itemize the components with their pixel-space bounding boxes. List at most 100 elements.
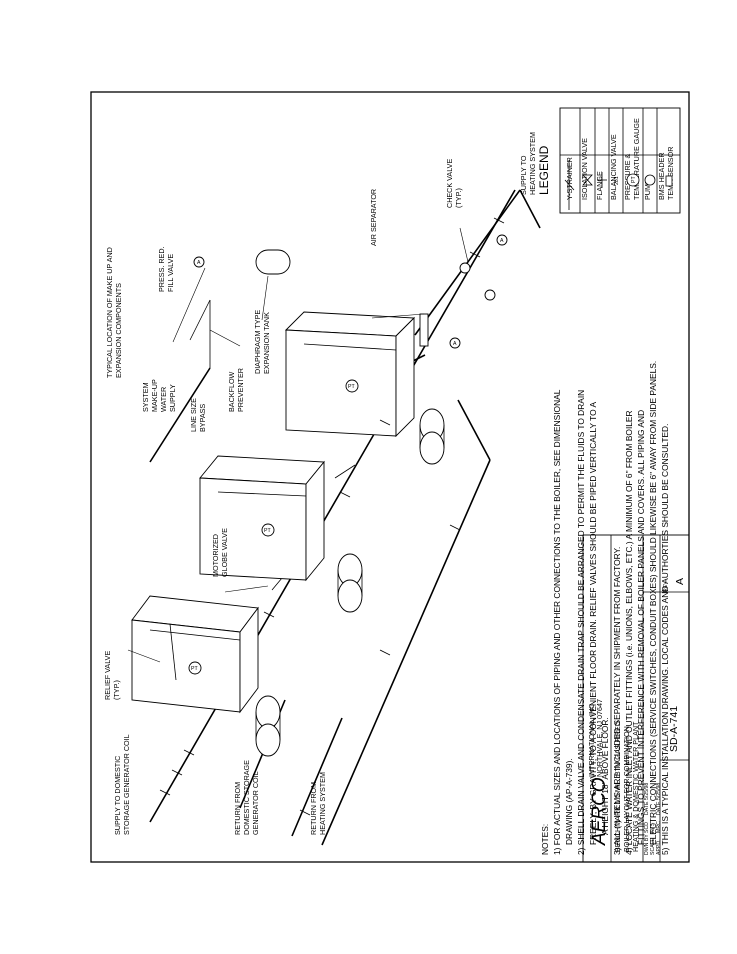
callout-check-valve: CHECK VALVE (TYP.) (445, 159, 463, 208)
approved-label: APPD. (656, 839, 662, 855)
notes: NOTES: 1) FOR ACTUAL SIZES AND LOCATIONS… (540, 361, 670, 855)
drawn-by-label: DWN BY (644, 834, 650, 855)
svg-text:RETURN FROM: RETURN FROM (233, 782, 242, 835)
y-strainer-icon (564, 160, 575, 210)
svg-text:STORAGE GENERATOR COIL: STORAGE GENERATOR COIL (122, 734, 131, 835)
callout-return-heating: RETURN FROM HEATING SYSTEM (309, 772, 327, 835)
callout-system-makeup: SYSTEM MAKE-UP WATER SUPPLY (141, 379, 177, 412)
svg-text:A: A (453, 341, 457, 347)
company-address: NORTHVALE, NJ 07647 (595, 699, 604, 777)
expansion-tank (255, 249, 291, 275)
svg-text:WATER: WATER (159, 387, 168, 412)
pressure-gauge-icon: PT (626, 173, 640, 187)
gauge-a-2: A (449, 337, 461, 349)
check-valve-1 (459, 262, 471, 274)
note-line: 1) FOR ACTUAL SIZES AND LOCATIONS OF PIP… (552, 389, 562, 855)
legend-item-label: PUMP (643, 179, 652, 200)
svg-text:SUPPLY: SUPPLY (168, 384, 177, 412)
legend-item-label: TEMPERATURE GAUGE (632, 118, 641, 200)
svg-text:(TYP.): (TYP.) (454, 188, 463, 208)
company-logo: AERCO (589, 777, 610, 846)
drawing-desc-2: BOILER LAYOUT FOR COMBINATION (622, 726, 631, 852)
drawing-desc-3: HEATING & DOMESTIC WATER PLANT (631, 721, 640, 852)
note-line: 5) THIS IS A TYPICAL INSTALLATION DRAWIN… (660, 424, 670, 855)
note-line: FITTINGS TO PREVENT INTERFERENCE WITH RE… (636, 410, 646, 845)
drawing-desc-1: BENCHMARK 1.5 MIL. BTU GAS FIRED (613, 721, 622, 852)
legend-item-label: Y-STRAINER (565, 157, 574, 200)
callout-supply-domestic: SUPPLY TO DOMESTIC STORAGE GENERATOR COI… (113, 734, 131, 835)
drawing-number: SD-A-741 (668, 706, 680, 752)
pump-2 (337, 553, 363, 613)
svg-text:CHECK VALVE: CHECK VALVE (445, 159, 454, 208)
pump-3 (419, 408, 445, 465)
scale-value: NTS (650, 822, 656, 833)
air-separator (419, 313, 429, 347)
svg-text:SYSTEM: SYSTEM (141, 382, 150, 412)
legend-item-label: TEMP. SENSOR (666, 147, 675, 200)
legend-item-label: BALANCING VALVE (609, 134, 618, 200)
callout-diaphragm: DIAPHRAGM TYPE EXPANSION TANK (253, 310, 271, 374)
callout-air-separator: AIR SEPARATOR (369, 189, 378, 246)
date-label: DATE (656, 801, 662, 815)
note-line: 4) LOCATE WATER INLET AND OUTLET FITTING… (624, 410, 634, 855)
approved-value: MRC (656, 821, 662, 833)
note-line: FREELY, BY GRAVITY, TO A CONVENIENT FLOO… (588, 402, 598, 845)
note-line: ELECTRIC CONNECTIONS (SERVICE SWITCHES, … (648, 361, 658, 845)
legend-title: LEGEND (537, 145, 551, 195)
notes-heading: NOTES: (540, 824, 550, 855)
boiler-3: PT (284, 311, 416, 438)
date-label: DATE (644, 801, 650, 815)
svg-text:281: 281 (614, 176, 620, 185)
drawn-by-value: SCD (644, 822, 650, 833)
date-value: 5/25/98 (656, 783, 662, 800)
svg-text:TYPICAL LOCATION OF MAKE UP AN: TYPICAL LOCATION OF MAKE UP AND (105, 247, 114, 378)
callout-relief-valve: RELIEF VALVE (TYP.) (103, 651, 121, 700)
svg-text:GLOBE VALVE: GLOBE VALVE (220, 528, 229, 577)
rev-label: REV. (663, 580, 669, 592)
scale-label: SCALE (650, 837, 656, 855)
note-line: DRAWING (AP-A-739). (564, 758, 574, 845)
svg-text:PREVENTER: PREVENTER (236, 368, 245, 412)
svg-text:PT: PT (264, 528, 271, 534)
gauge-a-3: A (496, 234, 508, 246)
note-line: 2) SHELL DRAIN VALVE AND CONDENSATE DRAI… (576, 390, 586, 855)
svg-text:DOMESTIC STORAGE: DOMESTIC STORAGE (242, 760, 251, 835)
balancing-valve-icon: 281 (614, 176, 620, 185)
date-value: 5/25/98 (644, 783, 650, 800)
callout-line-size-bypass: LINE SIZE BYPASS (189, 398, 207, 432)
svg-text:EXPANSION TANK: EXPANSION TANK (262, 312, 271, 374)
isolation-valve-icon (582, 174, 593, 186)
legend-item-label: ISOLATION VALVE (580, 138, 589, 200)
svg-text:DIAPHRAGM TYPE: DIAPHRAGM TYPE (253, 310, 262, 374)
svg-text:RELIEF VALVE: RELIEF VALVE (103, 651, 112, 700)
legend-item-label: BMS HEADER (657, 152, 666, 200)
svg-text:RETURN FROM: RETURN FROM (309, 782, 318, 835)
callout-typical-location: TYPICAL LOCATION OF MAKE UP AND EXPANSIO… (105, 247, 123, 378)
svg-text:MAKE-UP: MAKE-UP (150, 379, 159, 412)
svg-text:GENERATOR COIL: GENERATOR COIL (251, 771, 260, 835)
svg-text:BACKFLOW: BACKFLOW (227, 371, 236, 412)
svg-text:SUPPLY TO DOMESTIC: SUPPLY TO DOMESTIC (113, 756, 122, 835)
svg-text:AIR SEPARATOR: AIR SEPARATOR (369, 189, 378, 246)
svg-text:MOTORIZED: MOTORIZED (211, 534, 220, 577)
legend: LEGEND Y-STRAINER ISOLATION VALVE FLANGE… (537, 107, 681, 214)
svg-text:HEATING SYSTEM: HEATING SYSTEM (318, 772, 327, 835)
svg-text:SUPPLY TO: SUPPLY TO (519, 155, 528, 195)
svg-text:PT: PT (191, 666, 198, 672)
svg-text:A: A (500, 238, 504, 244)
piping-schematic: PT PT PT (131, 189, 541, 846)
svg-text:LINE SIZE: LINE SIZE (189, 398, 198, 432)
svg-text:FILL VALVE: FILL VALVE (166, 254, 175, 292)
gauge-a-1: A (193, 256, 205, 268)
boiler-2: PT (199, 455, 325, 582)
drawing-border (90, 91, 690, 863)
flange-icon (597, 172, 607, 188)
callout-press-red: PRESS. RED. FILL VALVE (157, 246, 175, 292)
svg-text:PT: PT (348, 384, 355, 390)
valve-ticks (159, 217, 505, 816)
company-name: INTERNATIONAL, INC. (587, 702, 596, 777)
note-line: 3) ALL (*) ITEMS ARE INCLUDED SEPARATELY… (612, 547, 622, 855)
pump-icon (644, 174, 656, 186)
svg-text:(TYP.): (TYP.) (112, 680, 121, 700)
check-valve-2 (484, 289, 496, 301)
